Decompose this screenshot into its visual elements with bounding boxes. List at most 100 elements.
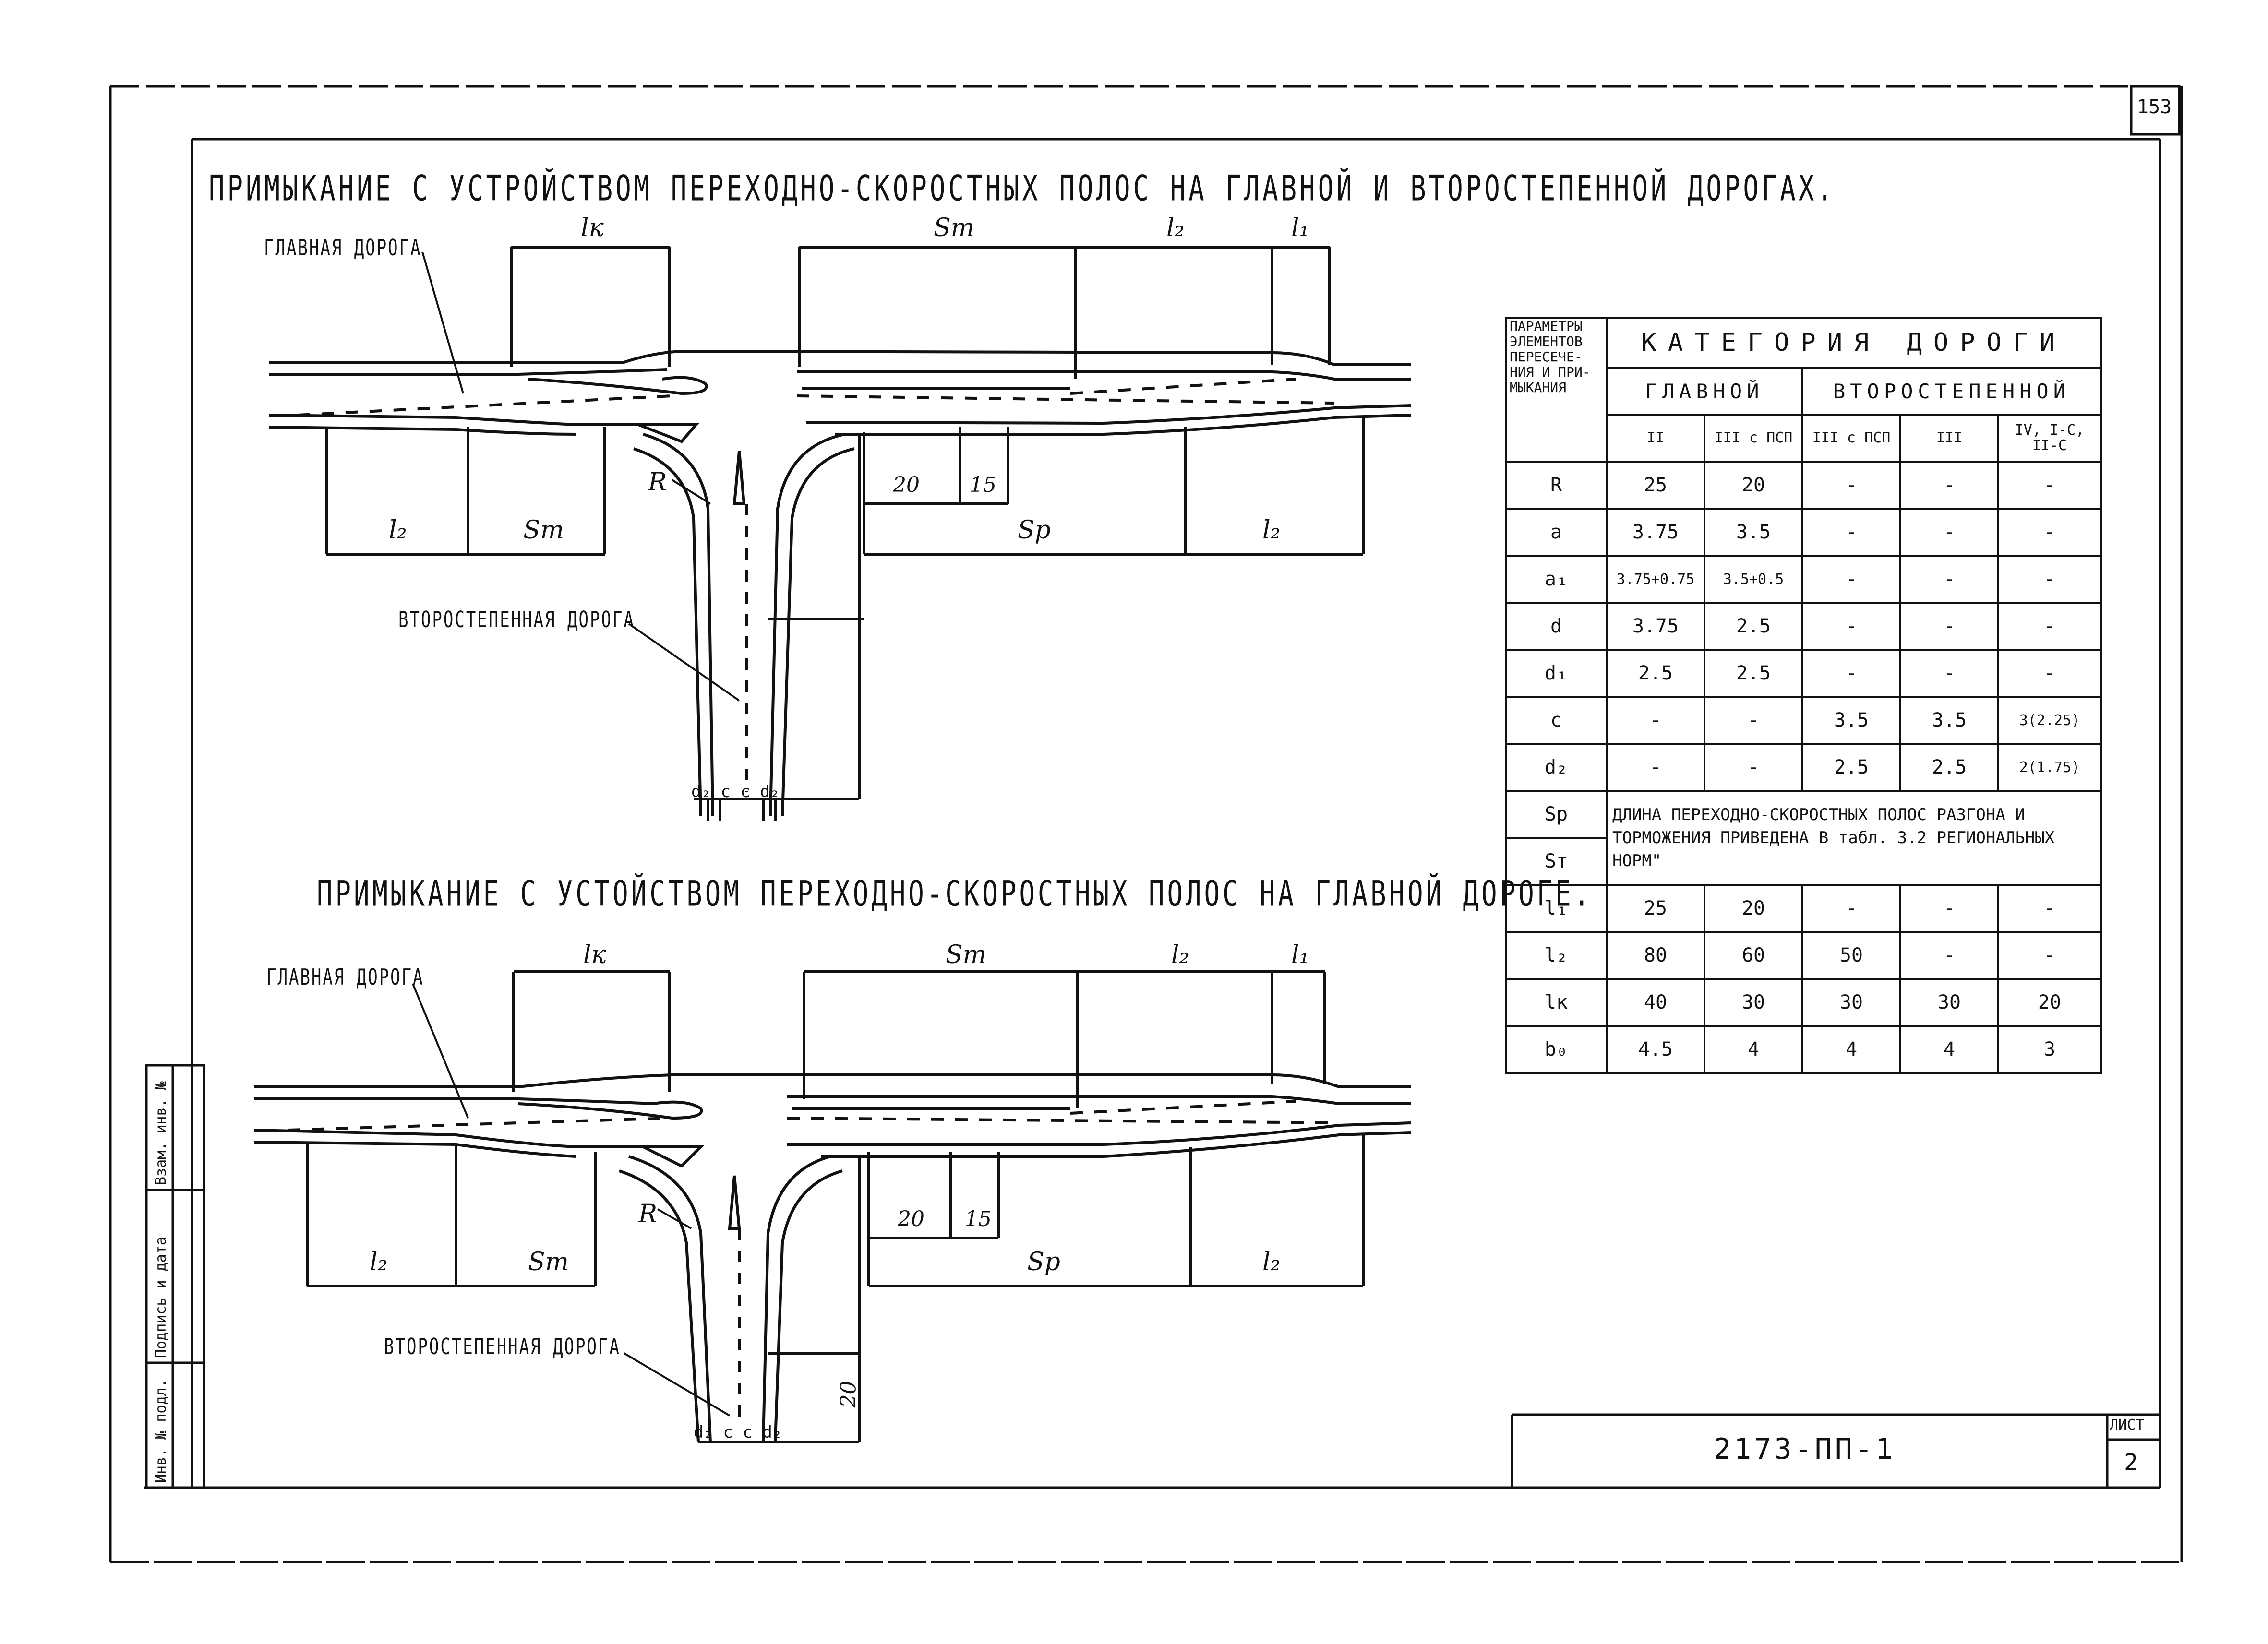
param-value: 2.5 [1899,743,1999,792]
param-value: 3.5 [1899,696,1999,745]
param-value: 3.5 [1704,508,1803,557]
bottom-dim-20: 20 [898,1207,924,1231]
side-stamp-replace: Взам. инв. № [153,1081,169,1185]
param-value: - [1997,931,2102,980]
param-value: - [1997,884,2102,933]
param-name: l₂ [1505,931,1608,980]
param-name: R [1505,461,1608,510]
param-sp: Sр [1505,790,1608,839]
top-main-road-label: ГЛАВНАЯ ДОРОГА [264,235,422,261]
param-value: 2.5 [1801,743,1901,792]
bottom-dim-v20: 20 [836,1381,861,1408]
main-road-header: ГЛАВНОЙ [1606,367,1803,416]
top-dim-20: 20 [893,473,920,497]
bottom-secondary-road-label: ВТОРОСТЕПЕННАЯ ДОРОГА [384,1334,621,1360]
param-value: - [1704,743,1803,792]
param-value: - [1997,649,2102,698]
bottom-bottom-labels: d₂ c c d₂ [694,1423,782,1442]
param-value: 3.75+0.75 [1606,555,1705,604]
bottom-title: ПРИМЫКАНИЕ С УСТОЙСТВОМ ПЕРЕХОДНО-СКОРОС… [317,873,1593,915]
top-dim-st-left: Sт [523,516,564,545]
bottom-main-road-label: ГЛАВНАЯ ДОРОГА [266,965,424,990]
bottom-junction-drawing [254,970,1412,1443]
param-value: 4 [1899,1025,1999,1074]
param-value: - [1899,461,1999,510]
col-header: III [1899,414,1999,463]
param-value: 20 [1997,978,2102,1027]
param-value: 60 [1704,931,1803,980]
param-value: - [1997,602,2102,651]
param-value: 4 [1704,1025,1803,1074]
param-value: 20 [1704,461,1803,510]
param-st: Sт [1505,837,1608,886]
param-value: - [1899,508,1999,557]
bottom-dim-st-left: Sт [528,1248,569,1276]
param-name: d [1505,602,1608,651]
table-note: ДЛИНА ПЕРЕХОДНО-СКОРОСТНЫХ ПОЛОС РАЗГОНА… [1606,790,2102,886]
bottom-dim-l1: l₁ [1291,941,1309,969]
param-value: - [1997,461,2102,510]
param-value: 4.5 [1606,1025,1705,1074]
param-name: d₁ [1505,649,1608,698]
list-number: 2 [2124,1449,2138,1476]
top-dim-st: Sт [934,214,974,242]
param-value: 30 [1704,978,1803,1027]
col-header: II [1606,414,1705,463]
param-value: - [1801,461,1901,510]
top-junction-drawing [268,246,1412,821]
side-stamp-inv: Инв. № подл. [153,1379,169,1483]
param-name: lк [1505,978,1608,1027]
top-dim-l1: l₁ [1291,214,1309,242]
param-name: l₁ [1505,884,1608,933]
page-number: 153 [2137,96,2172,118]
side-stamp-sign: Подпись и дата [153,1237,169,1358]
drawing-code: 2173-ПП-1 [1714,1432,1896,1466]
param-value: - [1899,649,1999,698]
param-value: - [1899,884,1999,933]
param-value: 40 [1606,978,1705,1027]
bottom-dim-sp: Sр [1027,1248,1060,1276]
param-value: - [1801,555,1901,604]
category-header: КАТЕГОРИЯ ДОРОГИ [1606,317,2102,369]
param-value: 3 [1997,1025,2102,1074]
bottom-dim-l2: l₂ [1171,941,1189,969]
param-value: - [1899,555,1999,604]
param-name: a [1505,508,1608,557]
bottom-dim-r: R [638,1200,658,1228]
col-header: III с ПСП [1801,414,1901,463]
top-secondary-road-label: ВТОРОСТЕПЕННАЯ ДОРОГА [398,607,635,633]
list-label: ЛИСТ [2110,1417,2145,1433]
param-header: ПАРАМЕТРЫ ЭЛЕМЕНТОВ ПЕРЕСЕЧЕ-НИЯ И ПРИ-М… [1505,317,1608,463]
param-value: - [1997,555,2102,604]
top-dim-l2-right: l₂ [1262,516,1281,545]
param-name: b₀ [1505,1025,1608,1074]
top-dim-sp: Sр [1018,516,1051,545]
col-header: IV, I-С, II-С [1997,414,2102,463]
param-value: - [1899,602,1999,651]
top-dim-15: 15 [970,473,996,497]
param-value: - [1606,743,1705,792]
param-value: - [1801,602,1901,651]
param-value: - [1997,508,2102,557]
param-value: - [1704,696,1803,745]
param-value: 2(1.75) [1997,743,2102,792]
parameters-table: ПАРАМЕТРЫ ЭЛЕМЕНТОВ ПЕРЕСЕЧЕ-НИЯ И ПРИ-М… [1505,317,2102,1074]
top-bottom-labels: d₂ c c d₂ [691,782,780,801]
param-value: 2.5 [1704,649,1803,698]
col-header: III с ПСП [1704,414,1803,463]
bottom-dim-l2-left: l₂ [370,1248,388,1276]
param-value: 3(2.25) [1997,696,2102,745]
bottom-dim-lk: lк [583,941,606,969]
param-value: 30 [1899,978,1999,1027]
param-value: 3.5+0.5 [1704,555,1803,604]
top-dim-l2: l₂ [1166,214,1185,242]
param-value: 20 [1704,884,1803,933]
